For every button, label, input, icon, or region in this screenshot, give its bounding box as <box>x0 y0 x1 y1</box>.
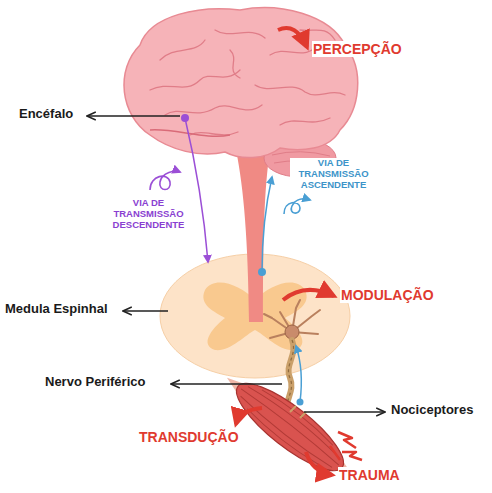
process-label: MODULAÇÃO <box>340 287 435 303</box>
process-label: TRANSDUÇÃO <box>138 429 240 445</box>
process-label: TRAUMA <box>338 467 401 483</box>
process-arrow <box>283 290 334 300</box>
trauma-marks <box>330 432 362 460</box>
neuron <box>264 300 320 339</box>
pathway-label: VIA DE TRANSMISSÃO ASCENDENTE <box>290 158 377 191</box>
brain <box>124 8 358 158</box>
process-arrow <box>278 28 307 47</box>
purple-curl <box>150 171 180 190</box>
leader-arrow <box>88 115 180 116</box>
part-label: Medula Espinhal <box>4 302 109 317</box>
ascending-pathway <box>262 177 272 272</box>
process-arrow <box>306 452 332 475</box>
leader-arrow <box>172 383 282 384</box>
afferent-signal <box>296 346 301 402</box>
descending-pathway <box>185 118 208 262</box>
part-label: Nociceptores <box>390 403 474 418</box>
leader-arrow <box>304 411 384 412</box>
blue-curl <box>284 199 310 214</box>
lateral-fissure <box>150 130 230 136</box>
part-label: Nervo Periférico <box>44 375 146 390</box>
part-label: Encéfalo <box>18 107 74 122</box>
process-arrow <box>236 408 262 424</box>
pathway-label: VIA DE TRANSMISSÃO DESCENDENTE <box>105 198 192 231</box>
process-label: PERCEPÇÃO <box>312 41 403 57</box>
leader-arrow <box>124 310 168 311</box>
spinal-cord <box>236 150 270 322</box>
nerve-endings <box>290 406 306 418</box>
